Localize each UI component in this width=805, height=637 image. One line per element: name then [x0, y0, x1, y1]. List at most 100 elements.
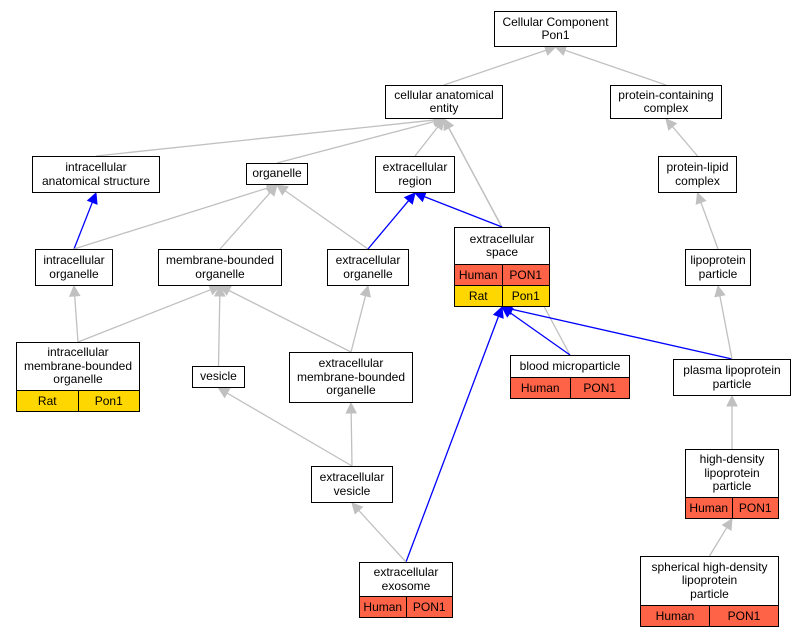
- node-label: organelle: [252, 166, 302, 181]
- edge-line: [73, 202, 93, 250]
- edge-line: [671, 126, 698, 157]
- edge-arrowhead: [86, 191, 98, 205]
- node-io[interactable]: intracellular organelle: [35, 249, 113, 286]
- species-cell: Human: [655, 609, 695, 623]
- edge-line: [708, 527, 728, 557]
- edge-line: [350, 295, 367, 353]
- edge-line: [350, 412, 353, 467]
- node-lpp[interactable]: lipoprotein particle: [685, 249, 751, 286]
- edge-ecs-to-ecr: [413, 191, 503, 228]
- edge-arrowhead: [443, 118, 455, 131]
- edge-line: [358, 509, 407, 563]
- edge-pcc-to-root: [554, 44, 667, 86]
- node-ecr[interactable]: extracellular region: [375, 156, 455, 193]
- edge-line: [219, 192, 271, 250]
- edge-embo-to-mbo: [219, 285, 352, 353]
- edge-hdl-to-plp: [726, 394, 738, 449]
- edge-line: [719, 295, 733, 360]
- edge-embo-to-eco: [350, 284, 372, 353]
- edge-plc-to-pcc: [665, 118, 698, 157]
- edge-arrowhead: [68, 284, 81, 297]
- node-root[interactable]: Cellular Component Pon1: [494, 11, 617, 47]
- edge-arrowhead: [714, 284, 726, 298]
- edge-line: [367, 200, 410, 250]
- node-ecv[interactable]: extracellular vesicle: [311, 466, 393, 503]
- node-plp[interactable]: plasma lipoprotein particle: [673, 359, 791, 396]
- node-pcc[interactable]: protein-containing complex: [610, 85, 722, 119]
- edge-io-to-ias: [73, 191, 98, 250]
- edge-exo-to-ecs: [405, 305, 504, 563]
- node-label: cellular anatomical entity: [394, 87, 494, 115]
- node-label: extracellular membrane-bounded organelle: [296, 356, 406, 398]
- gene-cell: PON1: [405, 597, 453, 617]
- node-mbo[interactable]: membrane-bounded organelle: [158, 249, 282, 286]
- node-plc[interactable]: protein-lipid complex: [658, 156, 737, 193]
- edge-imbo-to-mbo: [77, 284, 222, 343]
- node-shdl[interactable]: spherical high-density lipoprotein parti…: [640, 556, 779, 627]
- node-eco[interactable]: extracellular organelle: [327, 249, 409, 286]
- edge-arrowhead: [403, 192, 416, 205]
- node-ias[interactable]: intracellular anatomical structure: [32, 156, 160, 193]
- edge-lpp-to-plc: [695, 191, 719, 250]
- edge-eco-to-ecr: [367, 192, 416, 250]
- node-label: intracellular membrane-bounded organelle: [23, 345, 133, 387]
- node-cae[interactable]: cellular anatomical entity: [385, 85, 503, 119]
- edge-arrowhead: [665, 118, 678, 131]
- gene-cell: Pon1: [501, 286, 550, 306]
- edge-line: [284, 190, 369, 250]
- node-label: Cellular Component Pon1: [502, 14, 609, 42]
- edge-line: [95, 119, 435, 157]
- edge-arrowhead: [492, 305, 504, 319]
- gene-cell: PON1: [709, 606, 778, 626]
- node-organelle[interactable]: organelle: [246, 163, 308, 185]
- edge-line: [228, 289, 352, 353]
- edge-arrowhead: [276, 184, 289, 196]
- node-label: extracellular vesicle: [319, 470, 385, 498]
- edge-ias-to-cae: [95, 114, 446, 157]
- annotation-row: Human PON1: [641, 605, 778, 626]
- node-imbo[interactable]: intracellular membrane-bounded organelle…: [16, 342, 140, 412]
- edge-line: [564, 49, 667, 86]
- species-cell: Human: [363, 600, 403, 614]
- node-label: extracellular organelle: [335, 253, 401, 281]
- edge-arrowhead: [413, 191, 427, 203]
- edge-arrowhead: [432, 118, 445, 131]
- edge-arrowhead: [726, 394, 738, 407]
- edge-mbo-to-organelle: [219, 184, 278, 250]
- node-label: plasma lipoprotein particle: [683, 363, 781, 391]
- edge-line: [443, 49, 547, 86]
- node-label: extracellular exosome: [373, 565, 439, 593]
- edge-line: [424, 196, 503, 228]
- species-cell: Human: [520, 381, 560, 395]
- edge-arrowhead: [265, 184, 278, 197]
- edge-line: [77, 289, 211, 343]
- node-label: protein-containing complex: [618, 87, 714, 115]
- edge-io-to-organelle: [73, 182, 279, 250]
- node-embo[interactable]: extracellular membrane-bounded organelle: [289, 352, 413, 403]
- node-vesicle[interactable]: vesicle: [192, 366, 245, 388]
- edge-line: [700, 202, 719, 250]
- edge-exo-to-ecv: [351, 502, 407, 563]
- edge-arrowhead: [219, 285, 232, 296]
- edge-ecv-to-embo: [345, 401, 357, 467]
- edge-ecv-to-vesicle: [217, 387, 353, 467]
- edge-arrowhead: [695, 191, 707, 205]
- edge-eco-to-organelle: [276, 184, 369, 250]
- gene-cell: PON1: [731, 498, 779, 518]
- edge-line: [73, 187, 268, 250]
- edge-line: [405, 316, 500, 563]
- node-label: high-density lipoprotein particle: [699, 452, 765, 494]
- edge-arrowhead: [721, 518, 733, 531]
- edge-line: [509, 312, 571, 356]
- edge-ecr-to-cae: [414, 118, 445, 157]
- edge-shdl-to-hdl: [708, 518, 733, 557]
